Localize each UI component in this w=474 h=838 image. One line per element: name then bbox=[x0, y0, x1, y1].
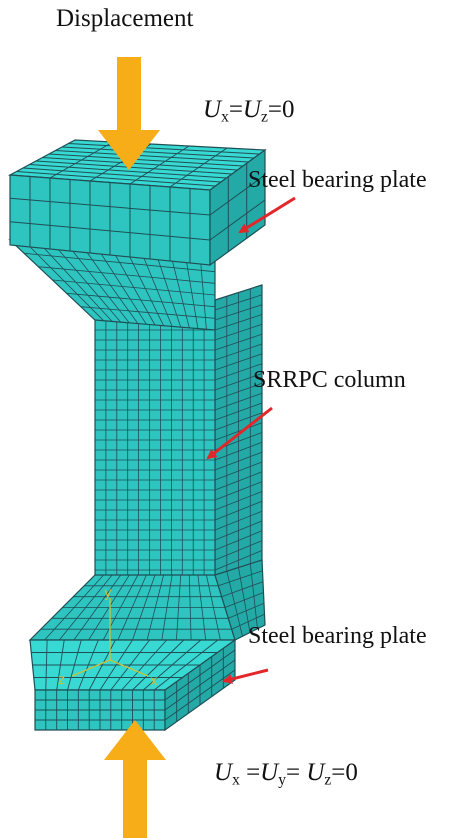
column-mesh-model bbox=[7, 139, 267, 732]
column-label: SRRPC column bbox=[253, 367, 406, 393]
column-right-face bbox=[214, 284, 263, 601]
red-pointer-arrow-icon bbox=[206, 406, 273, 460]
bottom-plate-right-face bbox=[164, 638, 236, 732]
top-plate-label: Steel bearing plate bbox=[248, 167, 427, 193]
red-pointer-arrow-icon bbox=[238, 196, 296, 234]
bottom-plate-front-face bbox=[34, 689, 166, 731]
triad-x-axis bbox=[109, 659, 149, 677]
arrow-layer bbox=[98, 57, 296, 838]
column-front-face bbox=[94, 299, 216, 601]
coordinate-triad-icon: y z x bbox=[58, 586, 158, 689]
triad-y-label: y bbox=[104, 586, 112, 601]
triad-z-axis bbox=[71, 659, 111, 677]
bottom-haunch-face bbox=[28, 574, 236, 641]
bottom-haunch-side bbox=[214, 559, 266, 641]
triad-z-label: z bbox=[58, 673, 65, 688]
bottom-boundary-condition: Ux =Uy= Uz=0 bbox=[214, 759, 358, 789]
top-plate-right-face bbox=[209, 148, 266, 267]
bottom-plate-label: Steel bearing plate bbox=[248, 623, 427, 649]
up-arrow-icon bbox=[104, 720, 166, 838]
top-boundary-condition: Ux=Uz=0 bbox=[203, 96, 295, 126]
red-pointer-arrow-icon bbox=[222, 668, 269, 684]
top-plate-front-face bbox=[9, 174, 211, 266]
down-arrow-icon bbox=[98, 57, 160, 170]
triad-x-label: x bbox=[150, 674, 158, 689]
displacement-label: Displacement bbox=[56, 5, 194, 32]
